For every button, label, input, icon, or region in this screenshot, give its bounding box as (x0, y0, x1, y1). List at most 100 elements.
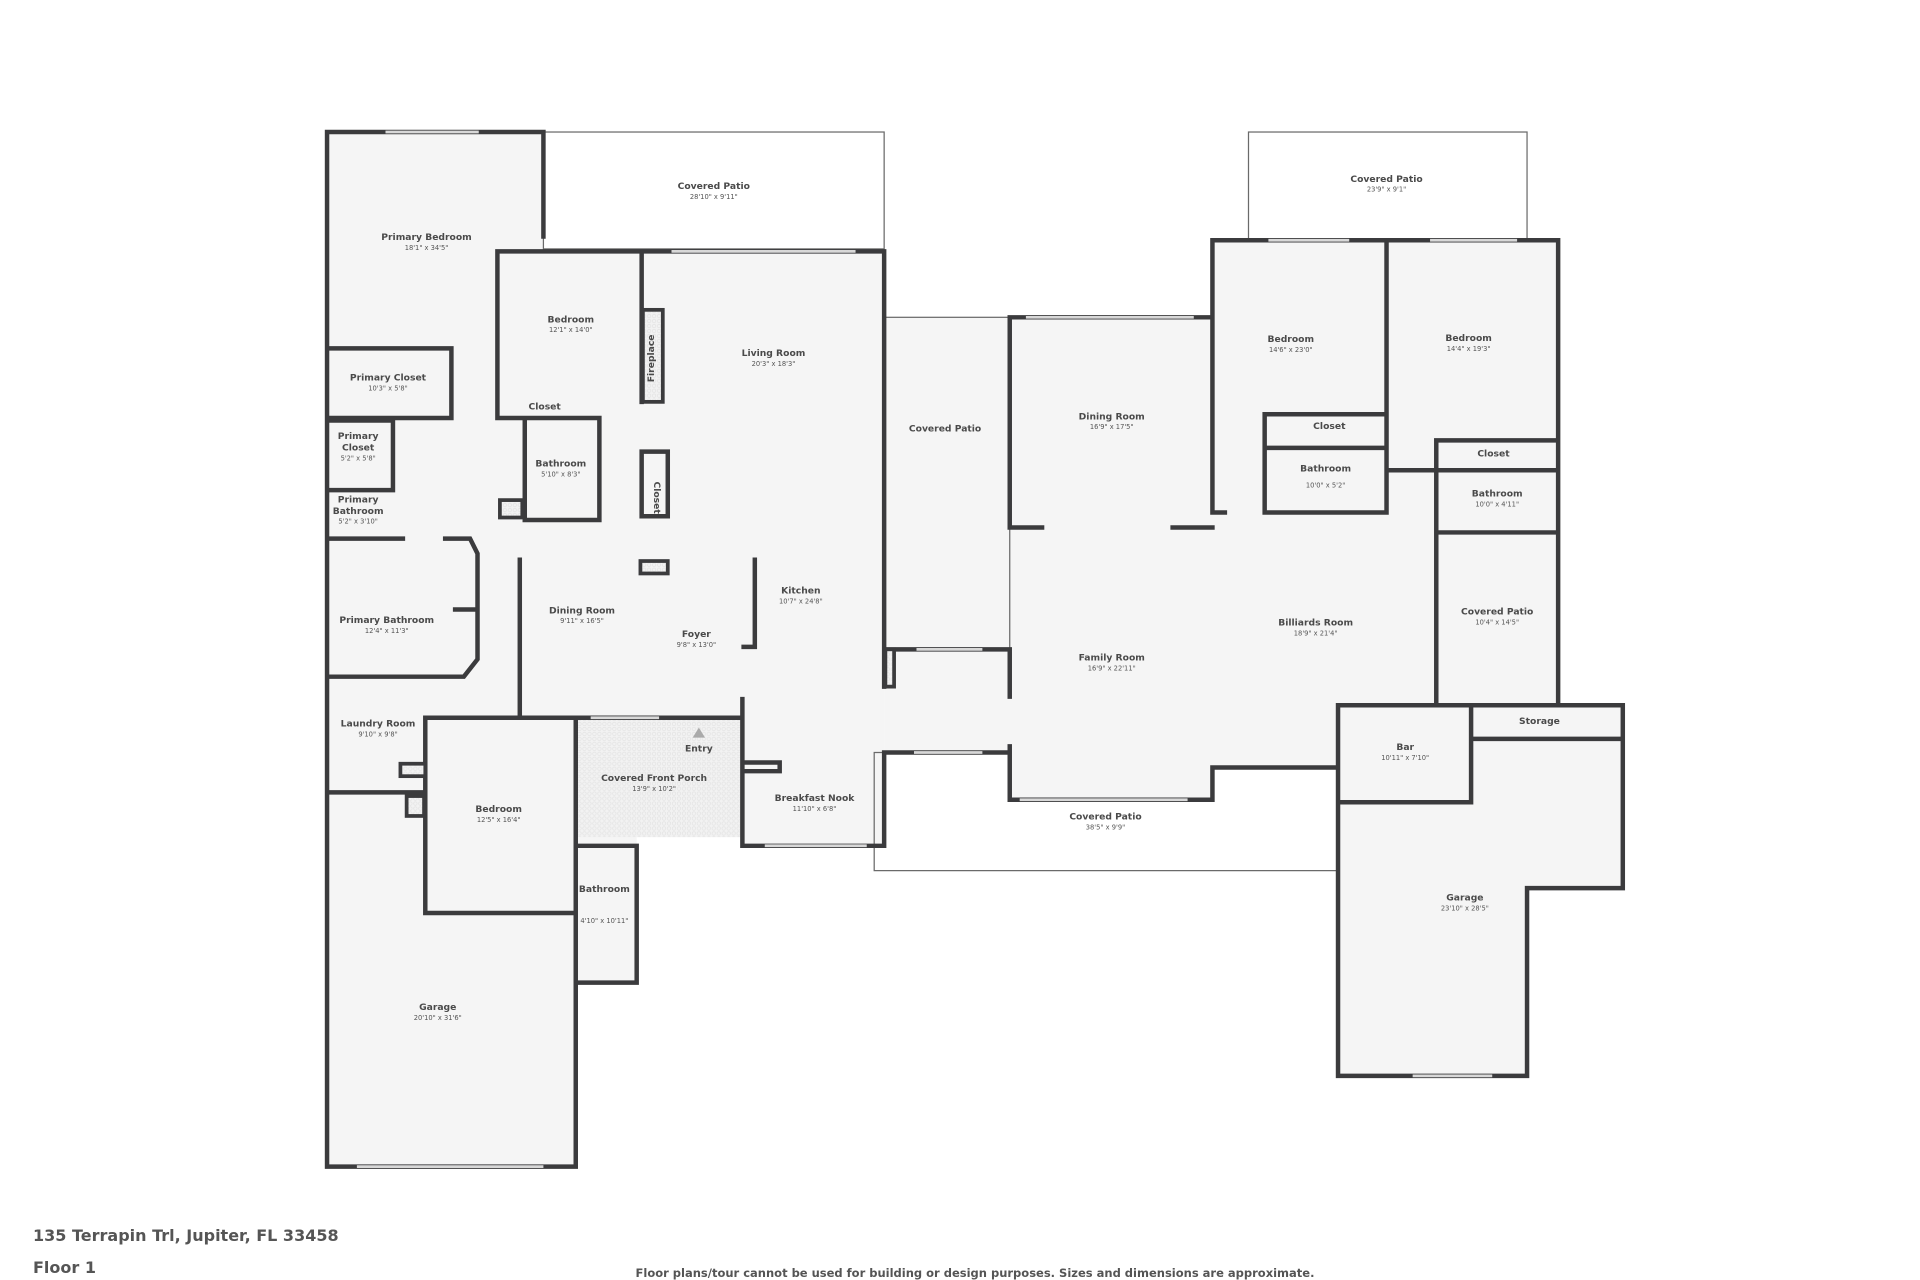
room-name: Dining Room (549, 605, 615, 616)
room-name: Bedroom (1268, 334, 1315, 345)
windows (356, 130, 1518, 1168)
room-name: Primary Bathroom (339, 615, 434, 626)
room-dimensions: 5'10" x 8'3" (541, 470, 580, 478)
room-name: Bar (1396, 742, 1414, 753)
room-dimensions: 20'3" x 18'3" (752, 360, 796, 368)
room-name: Garage (1446, 893, 1483, 904)
room-name: Primary (338, 495, 379, 506)
room-name: Bedroom (475, 804, 522, 815)
room-name: Storage (1519, 716, 1560, 727)
room-name: Covered Front Porch (601, 773, 707, 784)
room-dimensions: 13'9" x 10'2" (632, 785, 676, 793)
room-name: Family Room (1079, 653, 1145, 664)
room-dimensions: 5'2" x 3'10" (338, 518, 377, 526)
room-dimensions: 23'9" x 9'1" (1367, 186, 1406, 194)
room-name: Covered Patio (678, 181, 750, 192)
room-dimensions: 5'2" x 5'8" (341, 454, 376, 462)
room-name: Breakfast Nook (775, 793, 856, 804)
room-name: Entry (685, 743, 713, 754)
room-dimensions: 9'8" x 13'0" (677, 641, 716, 649)
room-label: Storage (1519, 716, 1560, 727)
room-name: Bedroom (1445, 333, 1492, 344)
room-dimensions: 38'5" x 9'9" (1086, 824, 1125, 832)
room-label: Closet (651, 481, 662, 514)
room-dimensions: 11'10" x 6'8" (793, 805, 837, 813)
right-wing-floor (884, 240, 1623, 1076)
room-name: Covered Patio (909, 424, 981, 435)
room-name: Covered Patio (1350, 174, 1422, 185)
room-label: Closet (1477, 449, 1510, 460)
room-dimensions: 14'4" x 19'3" (1447, 345, 1491, 353)
room-name: Primary (338, 431, 379, 442)
fireplace (641, 307, 665, 404)
room-label: Closet (529, 401, 562, 412)
room-name: Closet (342, 442, 375, 453)
room-name: Fireplace (646, 334, 657, 382)
room-name: Primary Closet (350, 373, 427, 384)
room-name: Primary Bedroom (381, 232, 471, 243)
room-dimensions: 28'10" x 9'11" (690, 193, 738, 201)
room-name: Garage (419, 1002, 456, 1013)
room-name: Laundry Room (341, 718, 416, 729)
room-name: Kitchen (781, 585, 820, 596)
room-name: Closet (1477, 449, 1510, 460)
room-dimensions: 16'9" x 22'11" (1088, 664, 1136, 672)
room-label: Covered Patio (909, 424, 981, 435)
column (498, 498, 525, 520)
room-dimensions: 12'1" x 14'0" (549, 326, 593, 334)
fixtures (398, 307, 896, 818)
room-dimensions: 10'0" x 4'11" (1475, 500, 1519, 508)
room-name: Billiards Room (1278, 618, 1353, 629)
room-name: Closet (651, 481, 662, 514)
room-dimensions: 9'10" x 9'8" (358, 730, 397, 738)
room-dimensions: 10'4" x 14'5" (1475, 618, 1519, 626)
room-dimensions: 23'10" x 28'5" (1441, 904, 1489, 912)
room-dimensions: 14'6" x 23'0" (1269, 346, 1313, 354)
left-wing-floor (327, 132, 885, 1167)
room-dimensions: 18'9" x 21'4" (1294, 630, 1338, 638)
kitchen-column (638, 559, 670, 576)
room-dimensions: 12'4" x 11'3" (365, 627, 409, 635)
room-name: Dining Room (1079, 411, 1145, 422)
room-name: Bathroom (579, 884, 630, 895)
room-name: Covered Patio (1069, 812, 1141, 823)
room-name: Bathroom (1300, 464, 1351, 475)
front-porch (575, 717, 743, 838)
room-dimensions: 16'9" x 17'5" (1090, 423, 1134, 431)
room-name: Living Room (742, 348, 806, 359)
room-dimensions: 20'10" x 31'6" (414, 1014, 462, 1022)
room-dimensions: 9'11" x 16'5" (560, 617, 604, 625)
room-dimensions: 18'1" x 34'5" (405, 244, 449, 252)
disclaimer: Floor plans/tour cannot be used for buil… (635, 1266, 1315, 1280)
room-name: Bathroom (535, 459, 586, 470)
room-name: Bedroom (548, 314, 595, 325)
room-name: Covered Patio (1461, 607, 1533, 618)
room-dimensions: 10'7" x 24'8" (779, 597, 823, 605)
room-dimensions: 10'11" x 7'10" (1381, 754, 1429, 762)
